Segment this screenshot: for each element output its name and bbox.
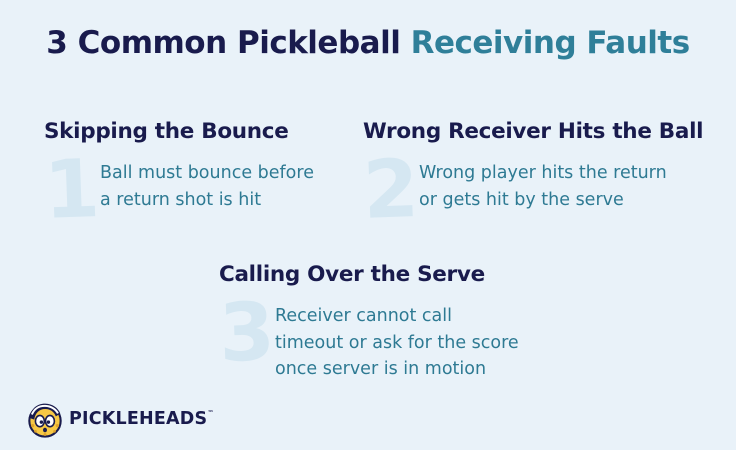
fault-body: 1 Ball must bounce before a return shot … [42, 141, 314, 237]
fault-section-2: Wrong Receiver Hits the Ball 2 Wrong pla… [361, 119, 704, 237]
fault-heading: Calling Over the Serve [219, 262, 485, 287]
fault-section-3: Calling Over the Serve 3 Receiver cannot… [217, 262, 519, 383]
page-title: 3 Common Pickleball Receiving Faults [0, 25, 736, 61]
logo-brand-text: Pickleheads [69, 409, 208, 429]
fault-description: Ball must bounce before a return shot is… [100, 163, 314, 210]
fault-heading: Skipping the Bounce [44, 119, 289, 144]
fault-body: 2 Wrong player hits the return or gets h… [361, 141, 703, 237]
fault-section-1: Skipping the Bounce 1 Ball must bounce b… [42, 119, 314, 237]
fault-heading: Wrong Receiver Hits the Ball [363, 119, 704, 144]
pickleball-smiley-icon [28, 403, 62, 438]
fault-body: 3 Receiver cannot call timeout or ask fo… [217, 284, 519, 383]
fault-number: 3 [217, 284, 277, 380]
logo-trademark: ™ [207, 409, 215, 417]
pickleheads-logo: Pickleheads™ [26, 399, 214, 439]
page-title-prefix: 3 Common Pickleball [46, 25, 411, 61]
fault-description: Receiver cannot call timeout or ask for … [275, 306, 519, 380]
logo-wordmark: Pickleheads™ [69, 409, 214, 429]
page-title-accent: Receiving Faults [410, 25, 691, 61]
fault-number: 2 [361, 141, 421, 237]
fault-number: 1 [42, 141, 102, 237]
fault-description: Wrong player hits the return or gets hit… [419, 163, 667, 210]
